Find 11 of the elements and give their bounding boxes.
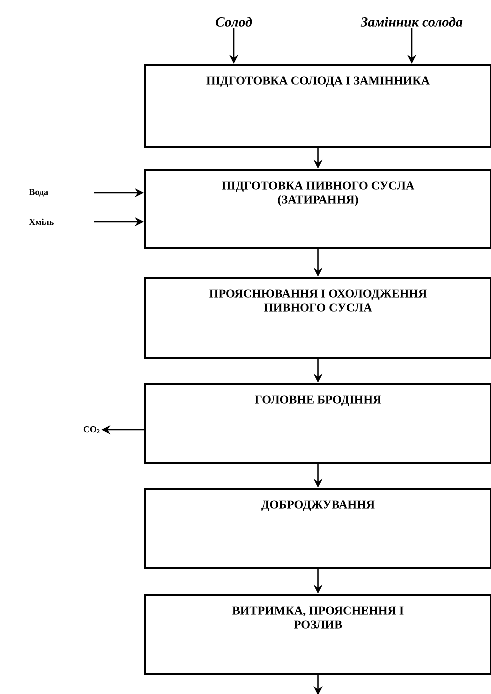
input-label: Солод xyxy=(216,17,252,27)
process-box: ПІДГОТОВКА СОЛОДА І ЗАМІННИКА xyxy=(144,64,491,148)
output-label: CO$_{2}$ xyxy=(84,426,100,434)
process-box: ВИТРИМКА, ПРОЯСНЕННЯ І РОЗЛИВ xyxy=(144,594,491,676)
process-box: ГОЛОВНЕ БРОДІННЯ xyxy=(144,383,491,464)
input-label: Хміль xyxy=(29,218,54,226)
input-label: Замінник солода xyxy=(360,17,463,27)
process-box: ДОБРОДЖУВАННЯ xyxy=(144,488,491,570)
process-box: ПРОЯСНЮВАННЯ І ОХОЛОДЖЕННЯ ПИВНОГО СУСЛА xyxy=(144,277,491,360)
process-box: ПІДГОТОВКА ПИВНОГО СУСЛА (ЗАТИРАННЯ) xyxy=(144,169,491,250)
input-label: Вода xyxy=(29,189,48,197)
